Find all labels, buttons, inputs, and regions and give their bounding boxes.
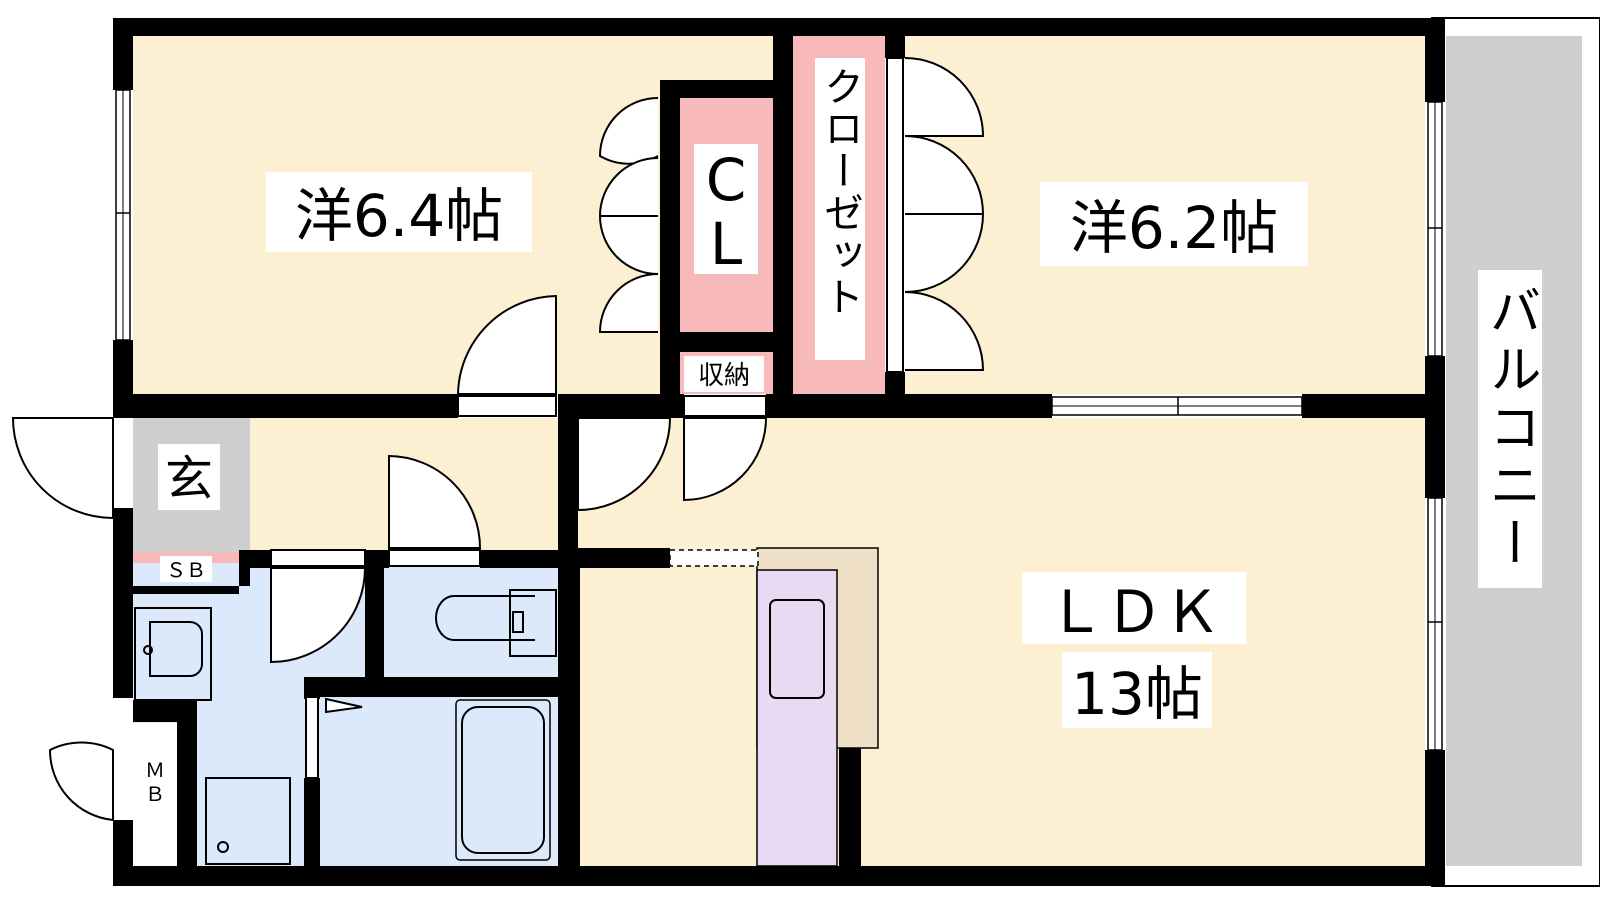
meter-box-label-b: Ｂ xyxy=(145,782,165,806)
washing-machine-pan xyxy=(205,777,291,865)
closet-cl-label-l: L xyxy=(710,210,742,278)
door-ldk xyxy=(577,417,672,512)
meter-box-label-m: Ｍ xyxy=(145,758,165,782)
shoe-box-label: ＳＢ xyxy=(166,558,206,582)
kitchen-opening xyxy=(669,549,759,567)
meter-box-area xyxy=(133,723,177,866)
closet-cl-doors xyxy=(598,97,659,333)
drain-icon xyxy=(217,841,229,853)
room-label-western-b: 洋6.2帖 xyxy=(1070,194,1278,262)
bathroom-floor xyxy=(320,697,560,866)
toilet-tank xyxy=(509,589,557,657)
wash-basin-bowl xyxy=(149,621,203,677)
door-entrance xyxy=(11,417,114,520)
toilet-floor xyxy=(384,563,560,677)
bathtub xyxy=(461,706,545,854)
doors xyxy=(11,294,768,822)
door-meter-box xyxy=(48,741,114,822)
door-bathroom xyxy=(305,696,319,779)
door-western-a xyxy=(456,294,557,395)
toilet-bowl xyxy=(435,595,470,641)
walls xyxy=(113,18,1445,886)
storage-label: 収納 xyxy=(698,361,750,391)
balcony-label: バルコニー xyxy=(1480,284,1540,574)
closet-b-label: クローゼット xyxy=(817,66,863,318)
door-washroom xyxy=(270,567,367,664)
door-storage xyxy=(683,417,768,502)
entrance-label: 玄 xyxy=(165,451,213,507)
ldk-size-label: 13帖 xyxy=(1071,660,1203,728)
kitchen-sink xyxy=(769,599,825,699)
door-toilet xyxy=(388,454,482,549)
closet-b-doors xyxy=(886,57,985,373)
room-label-western-a: 洋6.4帖 xyxy=(295,182,503,250)
ldk-label: ＬＤＫ xyxy=(1047,578,1221,646)
closet-cl-label-c: C xyxy=(706,146,747,214)
